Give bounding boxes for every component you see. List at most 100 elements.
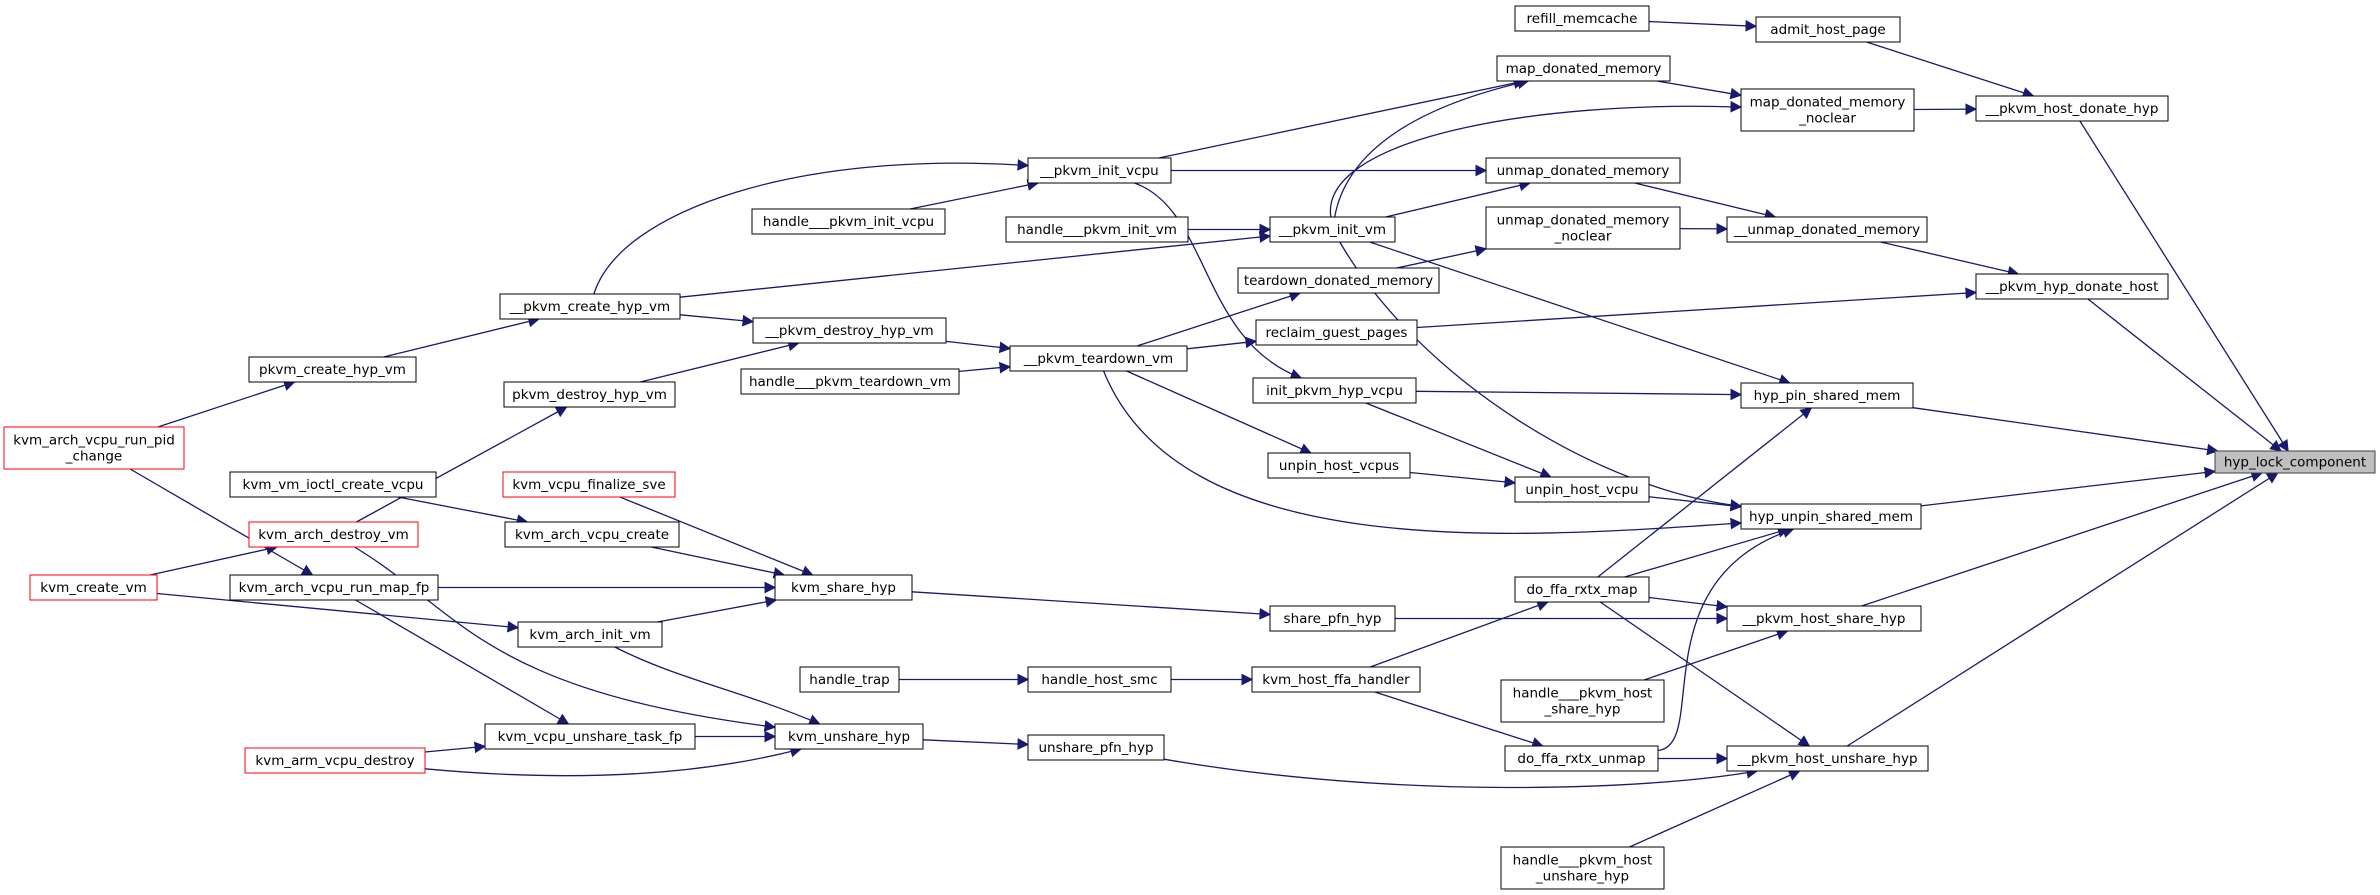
node-pkvm-create-hyp-vm2[interactable]: __pkvm_create_hyp_vm xyxy=(499,293,681,320)
node-handle-pkvm-host-share-hyp[interactable]: handle___pkvm_host_share_hyp xyxy=(1500,679,1665,723)
edge-pkvm_teardown_vm-to-unpin_host_vcpus xyxy=(1126,370,1312,455)
node-unmap-donated-memory[interactable]: unmap_donated_memory xyxy=(1485,157,1681,184)
node-unshare-pfn-hyp[interactable]: unshare_pfn_hyp xyxy=(1027,734,1165,761)
node-label: __pkvm_destroy_hyp_vm xyxy=(764,323,933,339)
edge-kvm_arch_vcpu_run_pid_change-to-kvm_arch_vcpu_run_map_fp xyxy=(129,468,314,576)
node-kvm-arm-vcpu-destroy[interactable]: kvm_arm_vcpu_destroy xyxy=(244,747,426,774)
node-share-pfn-hyp[interactable]: share_pfn_hyp xyxy=(1269,605,1396,632)
node-teardown-donated-memory[interactable]: teardown_donated_memory xyxy=(1237,267,1440,294)
node-kvm-vm-ioctl-create-vcpu[interactable]: kvm_vm_ioctl_create_vcpu xyxy=(229,471,437,498)
node-label: hyp_lock_component xyxy=(2224,455,2366,471)
edge-handle_pkvm_init_vcpu-to-pkvm_init_vcpu xyxy=(909,179,1040,210)
node-unmap-donated-memory-noclear[interactable]: unmap_donated_memory_noclear xyxy=(1485,206,1681,250)
node-handle-pkvm-host-unshare-hyp[interactable]: handle___pkvm_host_unshare_hyp xyxy=(1500,846,1665,890)
node-kvm-create-vm[interactable]: kvm_create_vm xyxy=(29,574,158,601)
node-box xyxy=(499,293,681,320)
node-reclaim-guest-pages[interactable]: reclaim_guest_pages xyxy=(1255,319,1418,346)
node-map-donated-memory[interactable]: map_donated_memory xyxy=(1496,55,1671,82)
node-kvm-vcpu-finalize-sve[interactable]: kvm_vcpu_finalize_sve xyxy=(502,471,676,498)
node-label: unpin_host_vcpu xyxy=(1525,482,1638,498)
node-label: kvm_arch_vcpu_create xyxy=(515,527,669,543)
node-pkvm-host-donate-hyp[interactable]: __pkvm_host_donate_hyp xyxy=(1975,95,2169,122)
node-label: __pkvm_create_hyp_vm xyxy=(509,299,670,315)
node-init-pkvm-hyp-vcpu[interactable]: init_pkvm_hyp_vcpu xyxy=(1252,377,1417,404)
node-pkvm-create-hyp-vm[interactable]: pkvm_create_hyp_vm xyxy=(248,356,417,383)
node-do-ffa-rxtx-map[interactable]: do_ffa_rxtx_map xyxy=(1514,576,1650,603)
edge-kvm_arm_vcpu_destroy-to-kvm_unshare_hyp xyxy=(424,745,803,777)
node-kvm-arch-vcpu-run-map-fp[interactable]: kvm_arch_vcpu_run_map_fp xyxy=(229,574,439,601)
node-label: kvm_arch_vcpu_run_pid xyxy=(13,433,175,449)
node-kvm-arch-vcpu-create[interactable]: kvm_arch_vcpu_create xyxy=(504,521,680,548)
edge-line xyxy=(2087,298,2282,452)
node-unpin-host-vcpu[interactable]: unpin_host_vcpu xyxy=(1514,476,1650,503)
node-box xyxy=(1975,95,2169,122)
node-box xyxy=(504,521,680,548)
node-box xyxy=(502,471,676,498)
node-kvm-arch-init-vm[interactable]: kvm_arch_init_vm xyxy=(517,621,663,648)
edge-pkvm_host_unshare_hyp-to-hyp_lock_component xyxy=(1846,472,2279,747)
node-kvm-arch-destroy-vm[interactable]: kvm_arch_destroy_vm xyxy=(248,521,419,548)
node-unpin-host-vcpus[interactable]: unpin_host_vcpus xyxy=(1267,452,1411,479)
edge-line xyxy=(619,496,814,577)
node-label: __pkvm_teardown_vm xyxy=(1023,351,1173,367)
node-kvm-unshare-hyp[interactable]: kvm_unshare_hyp xyxy=(774,723,924,750)
edge-line xyxy=(1624,526,1790,578)
edge-handle_pkvm_host_unshare_hyp-to-pkvm_host_unshare_hyp xyxy=(1629,769,1801,848)
node-do-ffa-rxtx-unmap[interactable]: do_ffa_rxtx_unmap xyxy=(1504,745,1659,772)
node-label: kvm_share_hyp xyxy=(791,580,896,596)
node-label: __pkvm_hyp_donate_host xyxy=(1985,279,2159,295)
node-box xyxy=(1267,452,1411,479)
node-box xyxy=(799,666,900,693)
node-label: kvm_vcpu_finalize_sve xyxy=(512,477,665,493)
node-admit-host-page[interactable]: admit_host_page xyxy=(1755,16,1901,43)
edge-pkvm_init_vm-to-map_donated_memory_noclear xyxy=(1329,100,1743,218)
edge-pkvm_init_vm-to-unmap_donated_memory xyxy=(1385,179,1532,218)
node-handle-host-smc[interactable]: handle_host_smc xyxy=(1027,666,1172,693)
node-kvm-host-ffa-handler[interactable]: kvm_host_ffa_handler xyxy=(1251,666,1421,693)
node-handle-trap[interactable]: handle_trap xyxy=(799,666,900,693)
node-kvm-arch-vcpu-run-pid-change[interactable]: kvm_arch_vcpu_run_pid_change xyxy=(3,426,185,470)
node-label: kvm_create_vm xyxy=(40,580,146,596)
node-handle-pkvm-teardown-vm[interactable]: handle___pkvm_teardown_vm xyxy=(740,368,960,395)
edge-hyp_pin_shared_mem-to-hyp_lock_component xyxy=(1912,407,2219,456)
node-kvm-vcpu-unshare-task-fp[interactable]: kvm_vcpu_unshare_task_fp xyxy=(484,723,696,750)
edge-kvm_arch_vcpu_create-to-kvm_share_hyp xyxy=(651,546,786,579)
node-hyp-lock-component[interactable]: hyp_lock_component xyxy=(2214,450,2376,474)
node-hyp-pin-shared-mem[interactable]: hyp_pin_shared_mem xyxy=(1740,382,1914,409)
node-pkvm-destroy-hyp-vm[interactable]: pkvm_destroy_hyp_vm xyxy=(503,381,676,408)
node-box xyxy=(1514,576,1650,603)
edge-line xyxy=(651,546,786,579)
edge-kvm_arch_vcpu_run_pid_change-to-pkvm_create_hyp_vm xyxy=(157,379,296,428)
node-label: kvm_host_ffa_handler xyxy=(1262,672,1410,688)
node-box xyxy=(774,723,924,750)
node-pkvm-hyp-donate-host[interactable]: __pkvm_hyp_donate_host xyxy=(1975,273,2169,300)
node-box xyxy=(1255,319,1418,346)
node-kvm-share-hyp[interactable]: kvm_share_hyp xyxy=(774,574,913,601)
edge-pkvm_teardown_vm-to-teardown_donated_memory xyxy=(1136,290,1302,347)
node-hyp-unpin-shared-mem[interactable]: hyp_unpin_shared_mem xyxy=(1740,503,1922,530)
node-box xyxy=(1027,666,1172,693)
node-handle-pkvm-init-vm[interactable]: handle___pkvm_init_vm xyxy=(1005,216,1189,243)
node-handle-pkvm-init-vcpu[interactable]: handle___pkvm_init_vcpu xyxy=(751,208,946,235)
node-unmap-donated-memory2[interactable]: __unmap_donated_memory xyxy=(1726,216,1928,243)
node-box xyxy=(244,747,426,774)
edge-pkvm_init_vcpu-to-init_pkvm_hyp_vcpu xyxy=(1134,182,1303,380)
edges xyxy=(129,19,2289,848)
node-pkvm-destroy-hyp-vm2[interactable]: __pkvm_destroy_hyp_vm xyxy=(752,317,947,344)
edge-line xyxy=(679,231,1272,298)
node-pkvm-host-share-hyp[interactable]: __pkvm_host_share_hyp xyxy=(1726,605,1922,632)
node-refill-memcache[interactable]: refill_memcache xyxy=(1514,5,1650,32)
edge-line xyxy=(1163,758,1759,789)
node-map-donated-memory-noclear[interactable]: map_donated_memory_noclear xyxy=(1740,88,1915,132)
node-pkvm-init-vcpu[interactable]: __pkvm_init_vcpu xyxy=(1027,157,1172,184)
node-pkvm-host-unshare-hyp[interactable]: __pkvm_host_unshare_hyp xyxy=(1726,745,1929,772)
node-box xyxy=(229,574,439,601)
node-pkvm-teardown-vm[interactable]: __pkvm_teardown_vm xyxy=(1009,345,1188,372)
node-pkvm-init-vm[interactable]: __pkvm_init_vm xyxy=(1269,216,1396,243)
node-box xyxy=(1252,377,1417,404)
node-box xyxy=(740,368,960,395)
edge-line xyxy=(1415,388,1743,401)
edge-line xyxy=(424,745,803,777)
edge-line xyxy=(911,591,1272,620)
edge-admit_host_page-to-pkvm_host_donate_hyp xyxy=(1866,41,2035,99)
